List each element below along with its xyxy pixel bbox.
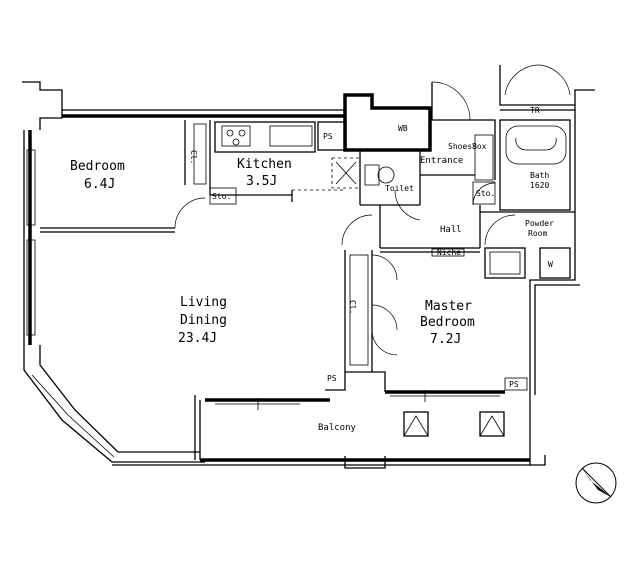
living-name: Living: [180, 295, 227, 310]
powder-label: Powder: [525, 219, 554, 228]
kitchen-name: Kitchen: [237, 157, 292, 172]
w-label: W: [548, 260, 553, 269]
ps-label: PS: [323, 132, 333, 141]
master-name: Master: [425, 299, 472, 314]
powder-label-2: Room: [528, 229, 547, 238]
living-size: 23.4J: [178, 331, 217, 346]
exterior-walls: [22, 81, 595, 469]
bedroom-size: 6.4J: [84, 177, 115, 192]
bedroom-name: Bedroom: [70, 159, 125, 174]
master-closet-label: Cl.: [348, 300, 357, 314]
bath-size: 1620: [530, 181, 549, 190]
toilet-label: Toilet: [385, 184, 414, 193]
dining-name: Dining: [180, 313, 227, 328]
bedroom-storage-label: Sto.: [212, 192, 231, 201]
tr-label: TR: [530, 106, 540, 115]
hall-label: Hall: [440, 225, 462, 235]
kitchen-size: 3.5J: [246, 174, 277, 189]
bath-label: Bath: [530, 171, 549, 180]
wb-label: WB: [398, 124, 408, 133]
ps-label-2: PS: [327, 374, 337, 383]
master-size: 7.2J: [430, 332, 461, 347]
niche-label: Niche: [437, 248, 461, 257]
balcony-label: Balcony: [318, 423, 357, 433]
entrance-storage-label: Sto.: [476, 189, 495, 198]
shoebox-label: ShoesBox: [448, 142, 487, 151]
bedroom-closet-label: Cl.: [189, 150, 198, 164]
master-name-2: Bedroom: [420, 315, 475, 330]
entrance-label: Entrance: [420, 156, 463, 166]
room-labels: Bedroom 6.4J Kitchen 3.5J Living Dining …: [70, 106, 554, 433]
ps-label-3: PS: [509, 380, 519, 389]
interior-walls: [40, 64, 575, 437]
compass-icon: [575, 462, 617, 504]
